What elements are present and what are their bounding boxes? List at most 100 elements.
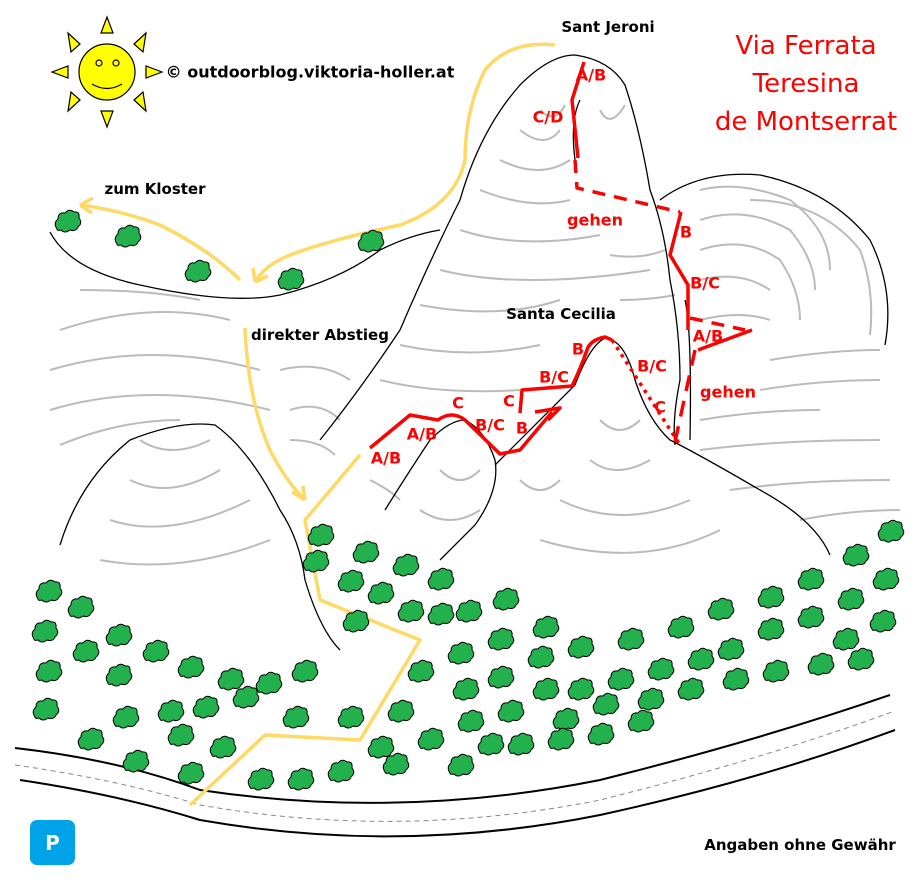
tree-icon <box>452 677 480 701</box>
tree-icon <box>32 697 60 721</box>
tree-icon <box>352 540 380 564</box>
title-line-1: Via Ferrata <box>735 31 877 61</box>
grade-label: B <box>571 339 585 359</box>
grade-label: A/B <box>692 326 724 346</box>
tree-icon <box>427 567 455 591</box>
grade-label: B/C <box>637 356 667 376</box>
tree-icon <box>832 627 860 651</box>
tree-icon <box>707 597 735 621</box>
tree-icon <box>447 753 475 777</box>
tree-icon <box>291 659 319 683</box>
grade-label: A/B <box>575 65 607 85</box>
grade-label: C <box>452 393 464 413</box>
tree-icon <box>587 722 615 746</box>
tree-icon <box>567 677 595 701</box>
tree-icon <box>72 639 100 663</box>
tree-icon <box>627 709 655 733</box>
tree-icon <box>397 599 425 623</box>
tree-icon <box>177 761 205 785</box>
copyright-text: © outdoorblog.viktoria-holler.at <box>165 62 455 82</box>
tree-icon <box>877 519 905 543</box>
contour-lines <box>49 104 901 566</box>
tree-icon <box>677 677 705 701</box>
tree-icon <box>382 752 410 776</box>
sun-icon <box>50 15 164 129</box>
tree-icon <box>872 567 900 591</box>
tree-icon <box>327 759 355 783</box>
via-ferrata-route <box>368 61 753 456</box>
tree-icon <box>547 727 575 751</box>
grade-label: C/D <box>532 107 564 127</box>
tree-icon <box>287 767 315 791</box>
tree-icon <box>337 705 365 729</box>
tree-icon <box>255 671 283 695</box>
tree-icon <box>35 659 63 683</box>
tree-icon <box>847 647 875 671</box>
tree-icon <box>357 229 385 253</box>
tree-icon <box>217 667 245 691</box>
tree-icon <box>112 705 140 729</box>
tree-icon <box>122 749 150 773</box>
tree-icon <box>209 735 237 759</box>
tree-icon <box>762 659 790 683</box>
trail-arrowhead <box>251 267 269 284</box>
tree-icon <box>532 615 560 639</box>
tree-icon <box>497 699 525 723</box>
tree-icon <box>367 581 395 605</box>
label-direkter-abstieg: direkter Abstieg <box>251 326 389 344</box>
grade-label: B/C <box>690 273 720 293</box>
tree-icon <box>392 553 420 577</box>
tree-icon <box>532 677 560 701</box>
tree-icon <box>114 224 142 248</box>
tree-icon <box>457 709 485 733</box>
tree-icon <box>417 727 445 751</box>
tree-icon <box>842 543 870 567</box>
tree-icon <box>757 617 785 641</box>
tree-icon <box>687 647 715 671</box>
tree-icon <box>492 587 520 611</box>
tree-icon <box>167 723 195 747</box>
tree-icon <box>722 667 750 691</box>
tree-icon <box>617 627 645 651</box>
grade-label: A/B <box>370 448 402 468</box>
grade-label: B/C <box>475 415 505 435</box>
tree-icon <box>35 579 63 603</box>
grade-label: C <box>503 391 515 411</box>
peak-label-santa-cecilia: Santa Cecilia <box>506 305 616 323</box>
trail-direkter-abstieg <box>243 327 307 502</box>
tree-icon <box>142 639 170 663</box>
tree-icon <box>277 267 305 291</box>
peak-label-sant-jeroni: Sant Jeroni <box>561 18 655 36</box>
tree-icon <box>192 695 220 719</box>
tree-icon <box>31 619 59 643</box>
parking-icon: P <box>30 820 75 865</box>
tree-icon <box>477 732 505 756</box>
tree-icon <box>105 623 133 647</box>
tree-icon <box>337 569 365 593</box>
grade-label: C <box>654 397 666 417</box>
tree-icon <box>592 692 620 716</box>
tree-icon <box>447 641 475 665</box>
tree-icon <box>282 705 310 729</box>
tree-icon <box>607 667 635 691</box>
tree-icon <box>77 727 105 751</box>
tree-icon <box>837 587 865 611</box>
grade-label: A/B <box>406 424 438 444</box>
tree-icon <box>797 567 825 591</box>
grade-label: B <box>515 418 529 438</box>
tree-icon <box>387 699 415 723</box>
trees <box>31 209 905 791</box>
tree-icon <box>637 687 665 711</box>
tree-icon <box>307 523 335 547</box>
label-zum-kloster: zum Kloster <box>104 180 206 198</box>
tree-icon <box>797 605 825 629</box>
tree-icon <box>232 685 260 709</box>
disclaimer: Angaben ohne Gewähr <box>704 836 896 854</box>
tree-icon <box>869 609 897 633</box>
tree-icon <box>427 602 455 626</box>
tree-icon <box>455 599 483 623</box>
trail-zum-kloster <box>79 196 242 282</box>
grade-label: B/C <box>539 367 569 387</box>
